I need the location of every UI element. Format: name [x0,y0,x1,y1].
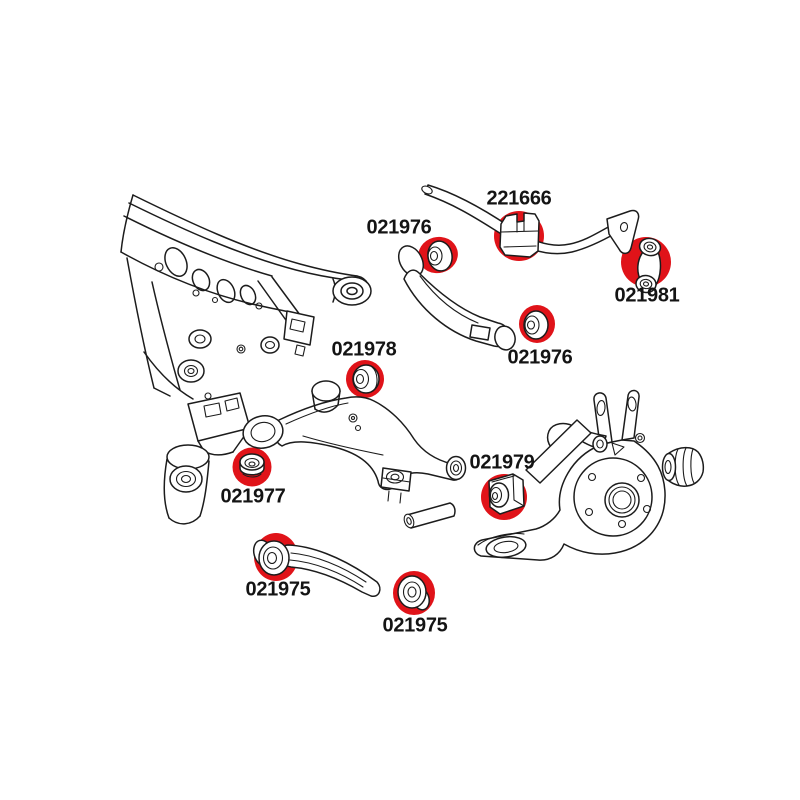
part-label-021976-front: 021976 [366,216,432,239]
anti-roll-bar-drawing [421,184,640,258]
sleeve-tube-drawing [403,502,456,529]
part-label-021978: 021978 [331,338,397,361]
part-label-021975-front: 021975 [245,578,311,601]
cone-bushing-drawing [661,446,705,487]
part-label-021976-rear: 021976 [507,346,573,369]
lower-arm-drawing [239,364,467,504]
subframe-drawing [120,194,372,525]
part-label-021979: 021979 [469,451,535,474]
upper-arm-drawing [397,240,549,351]
anti-roll-bar-bushing-block [499,212,540,258]
toe-link-drawing [252,539,430,611]
part-label-021977: 021977 [220,485,286,508]
part-label-221666: 221666 [486,187,552,210]
lower-arm-front-bushing-part [239,453,265,478]
part-label-021981: 021981 [614,284,680,307]
knuckle-hub-drawing [473,389,666,561]
part-label-021975-rear: 021975 [382,614,448,637]
knuckle-bushing-part [488,473,525,515]
anti-roll-bar-link-drawing [635,237,662,294]
